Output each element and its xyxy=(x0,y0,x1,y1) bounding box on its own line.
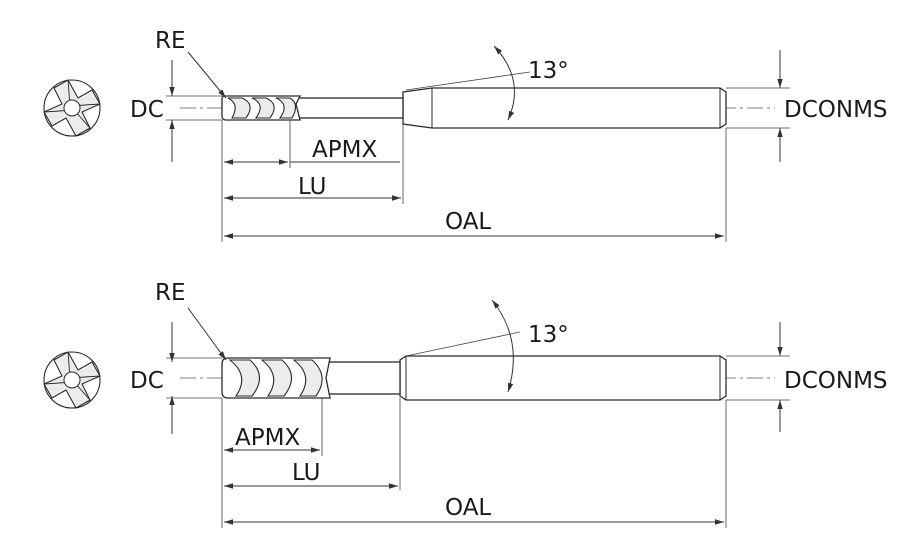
bottom-shank xyxy=(399,355,727,401)
bottom-end-view-icon xyxy=(43,351,101,409)
bottom-dc-label: DC xyxy=(130,368,164,394)
top-dconms-label: DCONMS xyxy=(784,97,888,123)
top-shank xyxy=(402,87,727,129)
bottom-re-label: RE xyxy=(155,280,186,306)
top-re-label: RE xyxy=(155,28,186,54)
top-lu-label: LU xyxy=(298,174,327,200)
bottom-apmx-label: APMX xyxy=(235,425,300,451)
bottom-drawing: RE 13° DC DCONMS APMX LU OAL xyxy=(43,280,888,528)
bottom-dconms-label: DCONMS xyxy=(784,368,888,394)
top-oal-label: OAL xyxy=(445,209,491,235)
top-dc-label: DC xyxy=(130,97,164,123)
top-drawing: RE 13° DC DCONMS APMX LU OAL xyxy=(43,28,888,242)
top-end-view-icon xyxy=(43,79,101,137)
bottom-lu-label: LU xyxy=(292,460,321,486)
bottom-neck xyxy=(321,361,401,395)
top-neck xyxy=(287,97,404,119)
bottom-angle-label: 13° xyxy=(528,322,569,348)
top-apmx-label: APMX xyxy=(312,137,377,163)
top-angle-label: 13° xyxy=(528,58,569,84)
bottom-oal-label: OAL xyxy=(445,495,491,521)
